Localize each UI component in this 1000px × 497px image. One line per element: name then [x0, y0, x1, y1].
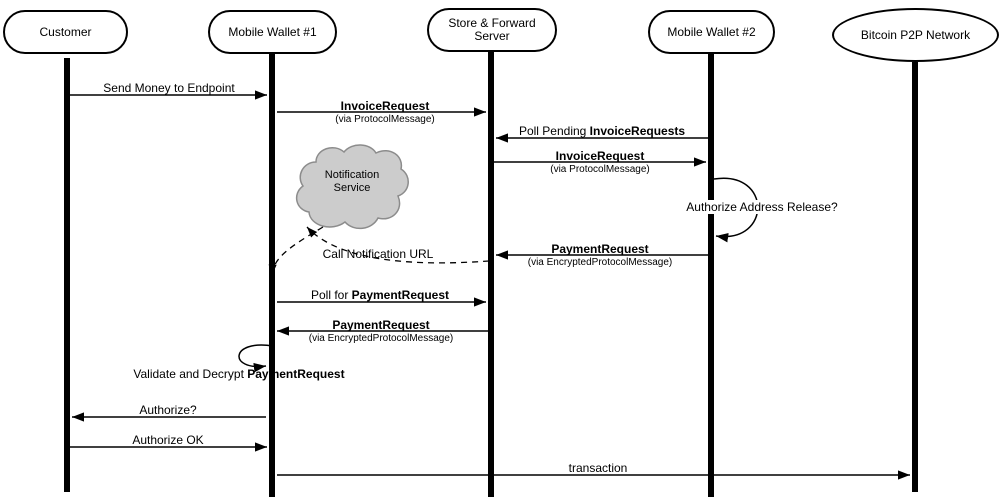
msg-invoice-request-1-label: InvoiceRequest [341, 99, 430, 113]
msg-invoice-request-2-sub-text: (via ProtocolMessage) [550, 164, 650, 175]
msg-validate-decrypt-prefix: Validate and Decrypt [133, 367, 248, 381]
msg-invoice-request-1-sub: (via ProtocolMessage) [335, 114, 434, 125]
msg-authorize-ok-label: Authorize OK [132, 433, 203, 447]
actor-mobile-wallet-1-label: Mobile Wallet #1 [228, 24, 317, 39]
msg-validate-decrypt-label: Validate and Decrypt PaymentRequest [133, 367, 344, 381]
msg-authorize-release-text: Authorize Address Release? [683, 200, 841, 214]
msg-invoice-request-2-label: InvoiceRequest [556, 149, 645, 163]
msg-payment-request-2-text: PaymentRequest [332, 318, 430, 332]
msg-authorize-question-text: Authorize? [139, 403, 197, 417]
notification-service-cloud [295, 144, 409, 230]
lifeline-mobile-wallet-2 [708, 54, 714, 497]
msg-payment-request-2-sub-text: (via EncryptedProtocolMessage) [308, 333, 454, 344]
actor-store-forward-server: Store & Forward Server [427, 8, 557, 52]
lifeline-mobile-wallet-1 [269, 54, 275, 497]
msg-transaction-label: transaction [569, 461, 628, 475]
msg-send-money-text: Send Money to Endpoint [103, 81, 235, 95]
notification-service-label-line2: Service [333, 182, 371, 194]
msg-send-money-label: Send Money to Endpoint [103, 81, 234, 95]
notification-service-label-line1: Notification [324, 169, 380, 181]
actor-bitcoin-p2p-network-label: Bitcoin P2P Network [860, 27, 971, 42]
arrow-notify-wallet1 [268, 226, 324, 276]
msg-validate-decrypt-bold: PaymentRequest [247, 367, 345, 381]
msg-payment-request-1-sub-text: (via EncryptedProtocolMessage) [527, 257, 673, 268]
actor-customer-label: Customer [39, 24, 92, 39]
msg-authorize-release-label: Authorize Address Release? [683, 200, 841, 214]
actor-mobile-wallet-1: Mobile Wallet #1 [208, 10, 337, 54]
msg-authorize-ok-text: Authorize OK [132, 433, 204, 447]
msg-authorize-question-label: Authorize? [139, 403, 196, 417]
lifeline-customer [64, 58, 70, 492]
msg-call-notification-text: Call Notification URL [322, 247, 434, 261]
actor-mobile-wallet-2: Mobile Wallet #2 [648, 10, 775, 54]
lifeline-bitcoin-p2p-network [912, 62, 918, 492]
actor-customer: Customer [3, 10, 128, 54]
msg-invoice-request-1-text: InvoiceRequest [340, 99, 430, 113]
actor-store-forward-server-label: Store & Forward Server [448, 16, 536, 43]
msg-payment-request-1-sub: (via EncryptedProtocolMessage) [528, 257, 673, 268]
actor-bitcoin-p2p-network: Bitcoin P2P Network [832, 8, 999, 62]
msg-transaction-text: transaction [568, 461, 628, 475]
msg-invoice-request-2-sub: (via ProtocolMessage) [550, 164, 649, 175]
msg-poll-for-payment-bold: PaymentRequest [351, 288, 450, 302]
msg-call-notification-label: Call Notification URL [323, 247, 434, 261]
msg-poll-pending-label: Poll Pending InvoiceRequests [519, 124, 685, 138]
actor-mobile-wallet-2-label: Mobile Wallet #2 [667, 24, 756, 39]
msg-payment-request-2-label: PaymentRequest [332, 318, 429, 332]
msg-invoice-request-2-text: InvoiceRequest [555, 149, 645, 163]
msg-payment-request-1-text: PaymentRequest [551, 242, 649, 256]
msg-poll-for-payment-prefix: Poll for [310, 288, 352, 302]
msg-poll-for-payment-label: Poll for PaymentRequest [311, 288, 449, 302]
msg-poll-pending-bold: InvoiceRequests [589, 124, 686, 138]
arrow-validate-decrypt-selfloop [238, 344, 274, 373]
msg-poll-pending-prefix: Poll Pending [518, 124, 590, 138]
arrow-call-notification-url [306, 226, 490, 264]
notification-service-label: Notification Service [325, 169, 379, 195]
lifeline-store-forward-server [488, 52, 494, 497]
msg-invoice-request-1-sub-text: (via ProtocolMessage) [335, 114, 435, 125]
msg-payment-request-2-sub: (via EncryptedProtocolMessage) [309, 333, 454, 344]
msg-payment-request-1-label: PaymentRequest [551, 242, 648, 256]
